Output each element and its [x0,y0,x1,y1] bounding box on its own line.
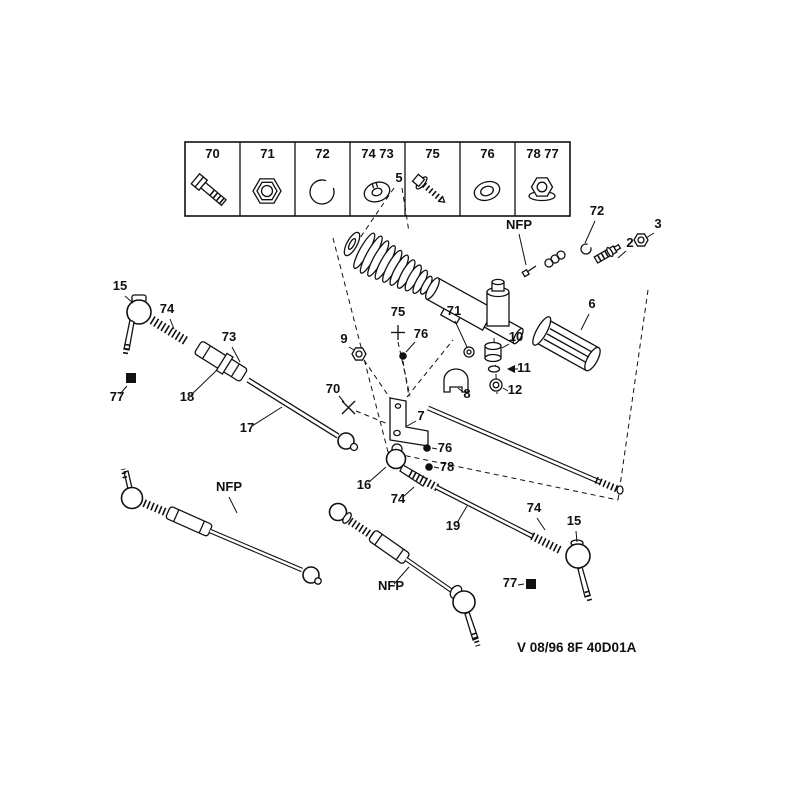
callout-stud-71: 71 [447,303,461,318]
keyed-washer-icon [363,181,391,203]
callout-nut-9: 9 [340,331,347,346]
nut-77-right-square [526,579,536,589]
adjuster-sleeve-18-part [194,341,248,382]
legend-cell-label-72: 72 [315,146,329,161]
tie-rod-end-15-left-part [122,294,152,357]
washer-76-inner-dot [423,444,431,452]
inner-joint-and-rod-19 [385,443,593,603]
bracket-nut-9-part [351,347,367,361]
callout-nfp-top: NFP [506,217,532,232]
bolt-icon [190,172,228,207]
pinion-housing [486,278,510,327]
steering-boot-5 [343,231,433,295]
legend-border [184,141,571,217]
thread-74-inner-part [408,469,440,492]
coupling-ring-12-part [489,378,503,392]
coupling-cluster [341,325,503,447]
nfp-pin [521,265,537,278]
pinion-shaft-parts [521,233,649,278]
coupling-disc-11-part [487,365,501,373]
hex-nut-icon [252,178,282,204]
rack-bush-6 [532,316,601,372]
legend-cell-label-76: 76 [480,146,494,161]
callout-bush-6: 6 [588,296,595,311]
legend-cell-label-74-73: 74 73 [361,146,394,161]
coupling-bush-10-part [484,341,502,363]
rod-17-socket [337,432,355,450]
callout-nut-3: 3 [654,216,661,231]
callout-nut-77-right: 77 [503,575,517,590]
construction-lines [332,187,649,501]
flange-nut-icon [528,177,556,202]
pinion-shaft-2-part [593,243,622,264]
legend-cell-label-71: 71 [260,146,274,161]
callout-thread-74-inner: 74 [391,491,406,506]
callout-ring-12: 12 [508,382,522,397]
callout-nut-77-left: 77 [110,389,124,404]
callout-nfp-left: NFP [216,479,242,494]
callout-rod-17: 17 [240,420,254,435]
callout-end-15-left: 15 [113,278,127,293]
bracket-stud-71-part [463,346,475,358]
callout-thread-74-left: 74 [160,301,175,316]
callout-nfp-bottom: NFP [378,578,404,593]
tie-rod-end-15-right-part [565,539,593,603]
circlip-72-part [580,243,592,255]
coil-spring [544,250,566,268]
left-tie-rod [122,294,359,452]
callout-disc-11: 11 [517,360,531,375]
callout-circlip-72: 72 [590,203,604,218]
arrow-11-icon [507,365,515,373]
circlip-icon [309,179,335,205]
clamp-73-part [215,352,234,375]
callout-washer-76: 76 [414,326,428,341]
callout-clamp-73: 73 [222,329,236,344]
mounting-bracket-7-part [389,397,429,447]
callout-joint-16: 16 [357,477,371,492]
legend-cell-label-75: 75 [425,146,439,161]
callout-washer-78: 78 [440,459,454,474]
callout-boot-5: 5 [395,170,402,185]
callout-clamp-8: 8 [463,386,470,401]
callout-rod-19: 19 [446,518,460,533]
thread-74-right-part [530,532,562,554]
assembled-tie-rod-left [120,468,322,585]
callout-washer-76-inner: 76 [438,440,452,455]
nut-77-left-square [126,373,136,383]
rack-bar [427,405,624,495]
callout-bracket-7: 7 [417,408,424,423]
legend-cell-label-78-77: 78 77 [526,146,559,161]
callout-screw-75: 75 [391,304,405,319]
screw-icon [411,173,446,204]
diagram-code: V 08/96 8F 40D01A [517,640,637,655]
callout-bush-10: 10 [509,329,523,344]
callout-thread-74-right: 74 [527,500,542,515]
callout-end-15-right: 15 [567,513,581,528]
hardware-legend: 70 71 72 74 73 75 76 78 77 [184,141,571,217]
cross-screw-70-icon [341,400,356,415]
assembled-tie-rod-bottom [328,502,481,647]
flat-washer-icon [473,180,501,202]
thread-74-left-part [149,316,189,345]
callout-sleeve-18: 18 [180,389,194,404]
leader-lines [119,220,655,586]
washer-76-dot [399,352,407,360]
pinion-nut-3-part [633,233,649,247]
legend-cell-label-70: 70 [205,146,219,161]
plus-screw-75-icon [391,325,405,340]
washer-78-inner-dot [425,463,433,471]
callout-shaft-2: 2 [626,235,633,250]
callout-bolt-70: 70 [326,381,340,396]
callout-labels: 5 NFP 72 2 3 6 15 74 73 77 18 17 9 75 76… [110,170,662,593]
legend-dividers [239,142,516,216]
